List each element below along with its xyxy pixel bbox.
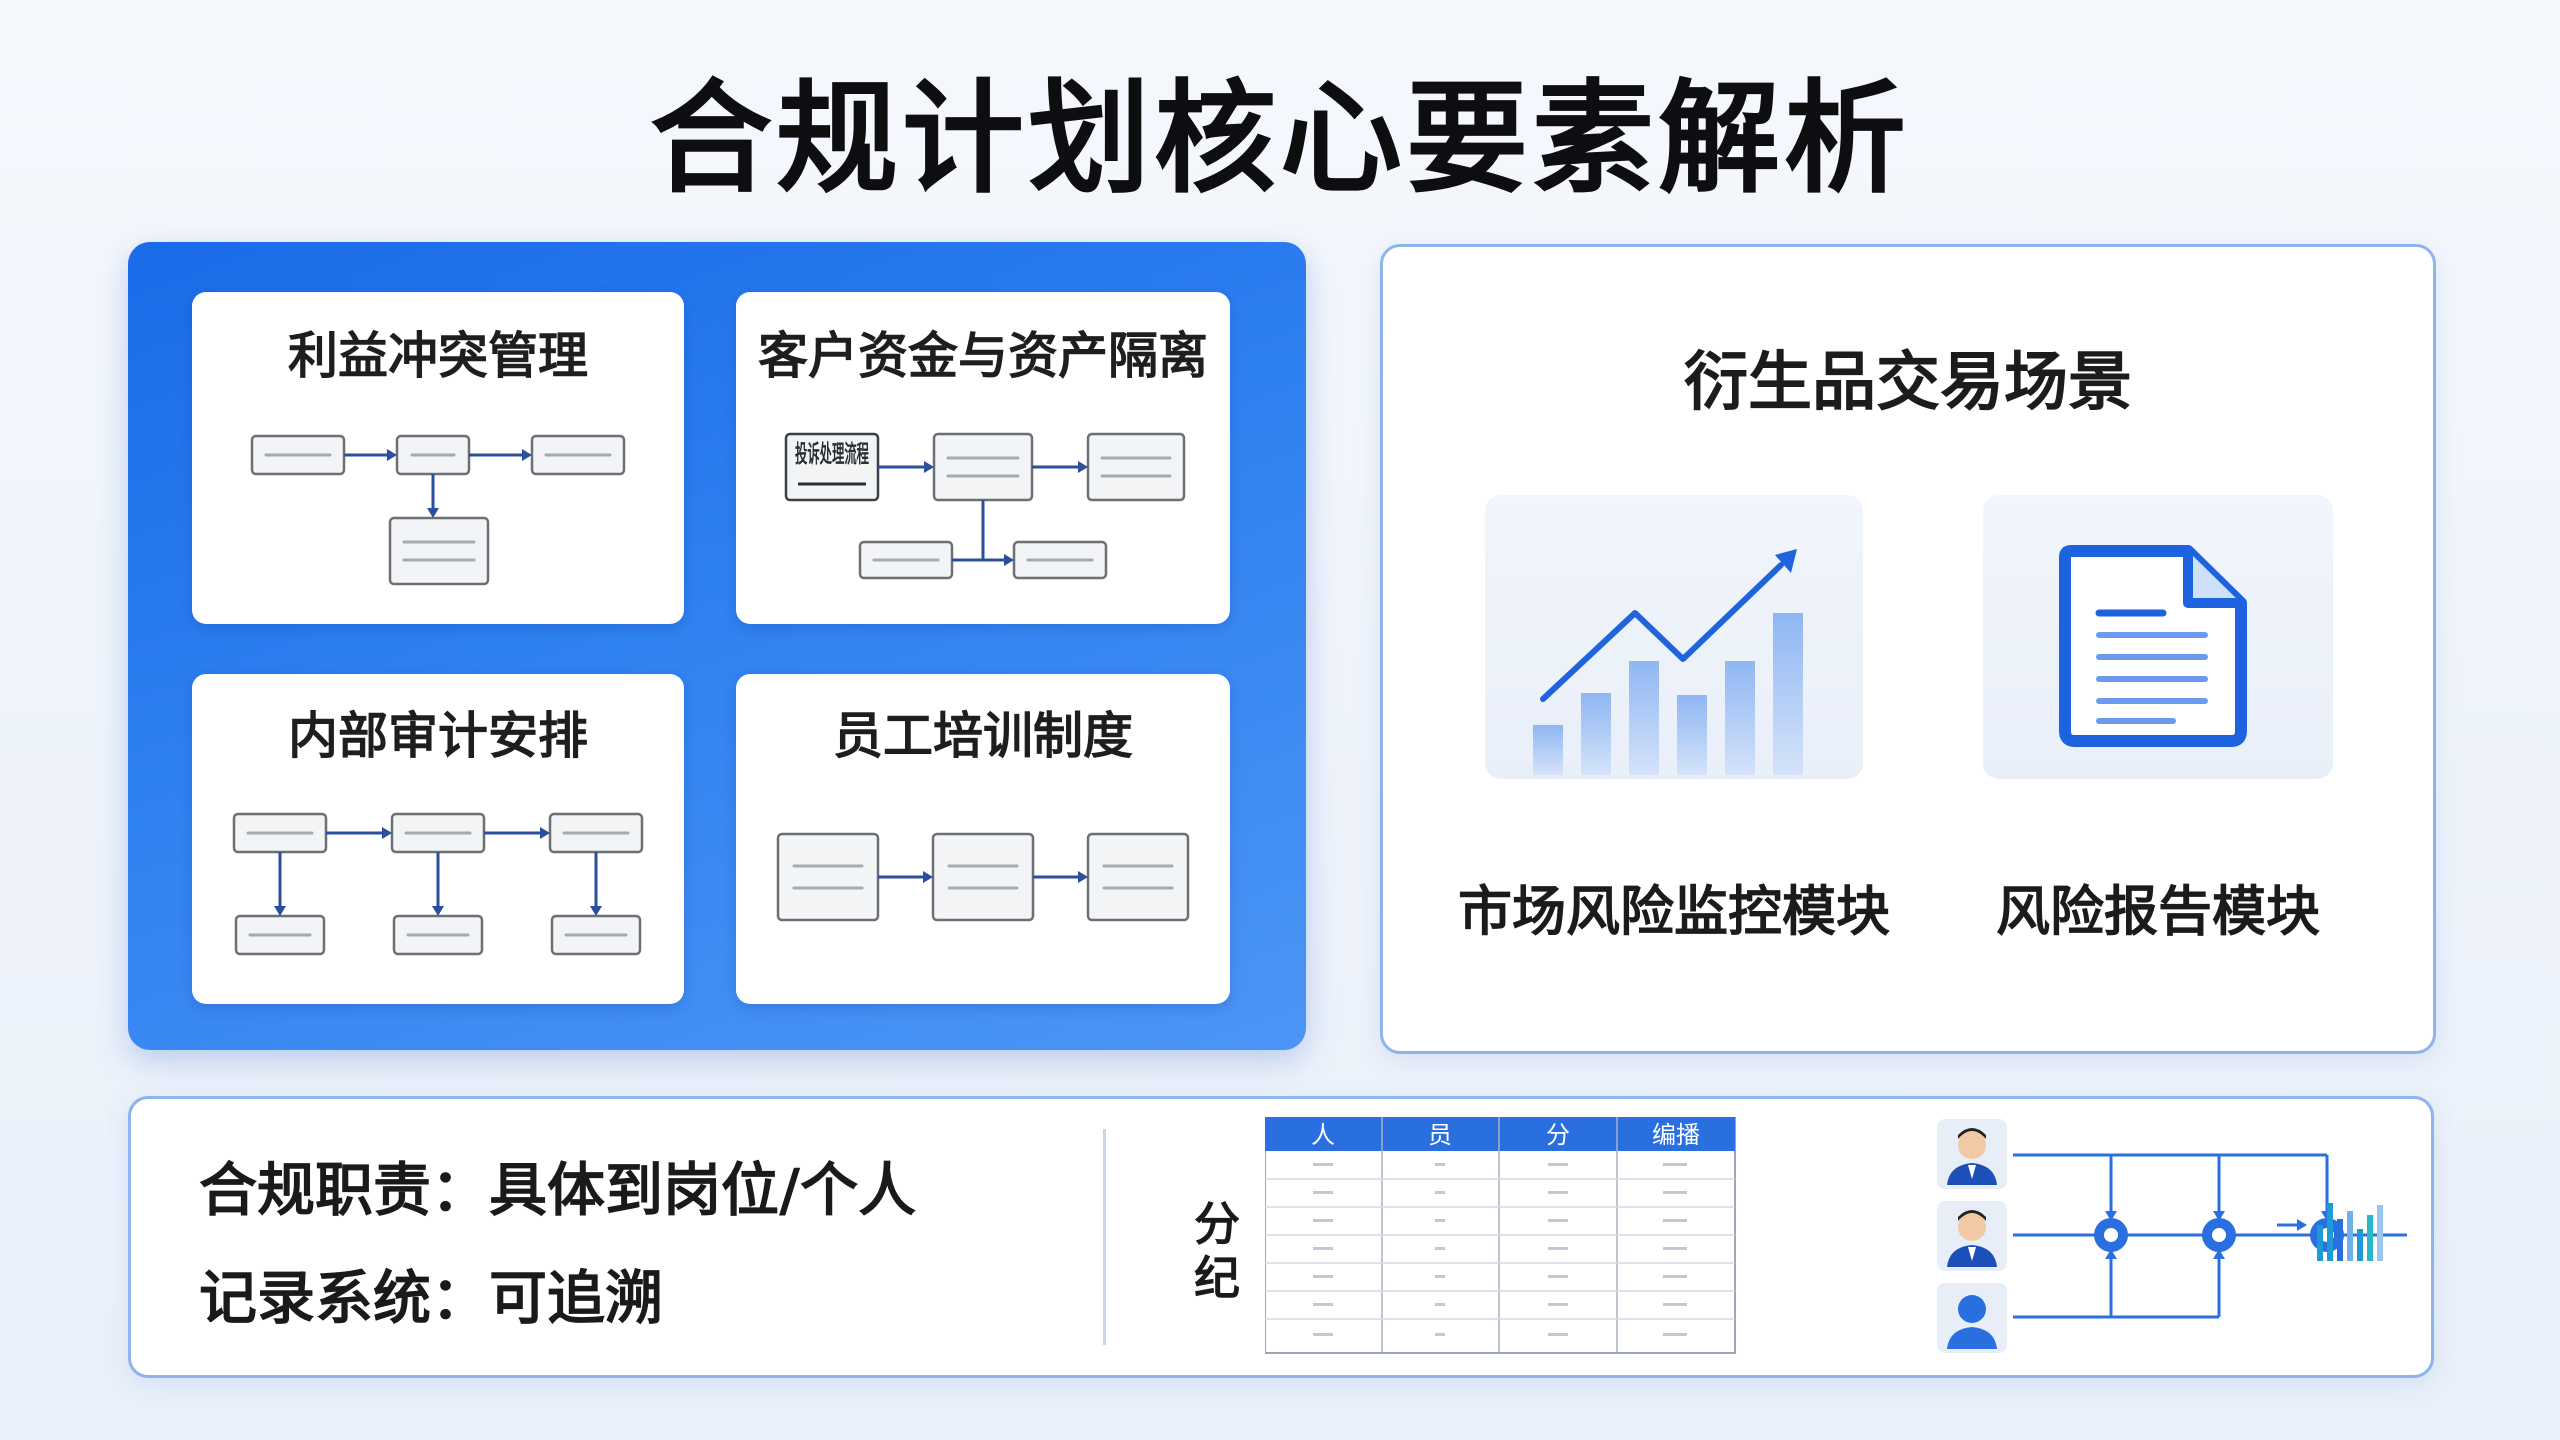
table-header: 人 [1311,1121,1335,1149]
flow-node [776,832,880,922]
flow-node [392,914,484,956]
person-icon [1937,1119,2007,1189]
market-risk-label: 市场风险监控模块 [1458,880,1890,943]
table-header: 员 [1428,1121,1452,1149]
core-elements-panel: 利益冲突管理 客户资金与资产隔离 投诉处理流程 内部审 [128,242,1306,1050]
bar-chart-icon [2277,1203,2383,1261]
process-flow-diagram [776,832,1190,922]
responsibility-records-panel: 合规职责：具体到岗位/个人 记录系统：可追溯 分纪 人 员 分 编播 [128,1096,2434,1378]
document-icon [2059,545,2247,747]
flow-node [234,914,326,956]
person-icon [1937,1201,2007,1271]
risk-report-tile [1983,495,2333,779]
flow-node [932,432,1034,502]
card-title: 利益冲突管理 [288,327,588,385]
flow-node [1086,432,1186,502]
person-icon [1937,1283,2007,1353]
flow-node [232,812,328,854]
side-label: 分纪 [1194,1197,1240,1305]
page-title: 合规计划核心要素解析 [650,68,1910,210]
flow-node [530,434,626,476]
process-flow-diagram: 投诉处理流程 [784,432,1186,580]
card-staff-training: 员工培训制度 [736,674,1230,1004]
node-icon [2094,1218,2128,1252]
flow-node-label: 投诉处理流程 [795,440,869,468]
market-risk-tile [1485,495,1863,779]
table-header: 分 [1546,1121,1570,1149]
derivatives-title: 衍生品交易场景 [1684,346,2132,420]
process-flow-diagram [232,812,644,956]
card-title: 内部审计安排 [288,707,588,765]
table-header: 编播 [1652,1121,1700,1149]
divider [1103,1129,1106,1345]
flow-node [548,812,644,854]
flow-node [1012,540,1108,580]
process-flow-diagram [250,434,626,586]
card-client-asset-segregation: 客户资金与资产隔离 投诉处理流程 [736,292,1230,624]
risk-report-label: 风险报告模块 [1996,880,2320,943]
card-conflict-of-interest: 利益冲突管理 [192,292,684,624]
flow-node [550,914,642,956]
line-bar-chart-icon [1533,549,1803,775]
flow-node [395,434,471,476]
card-title: 员工培训制度 [833,707,1133,765]
flow-node [388,516,490,586]
record-table: 人 员 分 编播 [1264,1116,1739,1361]
flow-node [250,434,346,476]
flow-node [858,540,954,580]
flow-node [1086,832,1190,922]
record-system-statement: 记录系统：可追溯 [199,1264,664,1332]
compliance-duty-statement: 合规职责：具体到岗位/个人 [199,1156,917,1224]
derivatives-panel: 衍生品交易场景 市场风险监控模块 [1380,244,2436,1054]
card-title: 客户资金与资产隔离 [758,327,1208,385]
flow-node [931,832,1035,922]
card-internal-audit: 内部审计安排 [192,674,684,1004]
node-icon [2202,1218,2236,1252]
flow-node [390,812,486,854]
